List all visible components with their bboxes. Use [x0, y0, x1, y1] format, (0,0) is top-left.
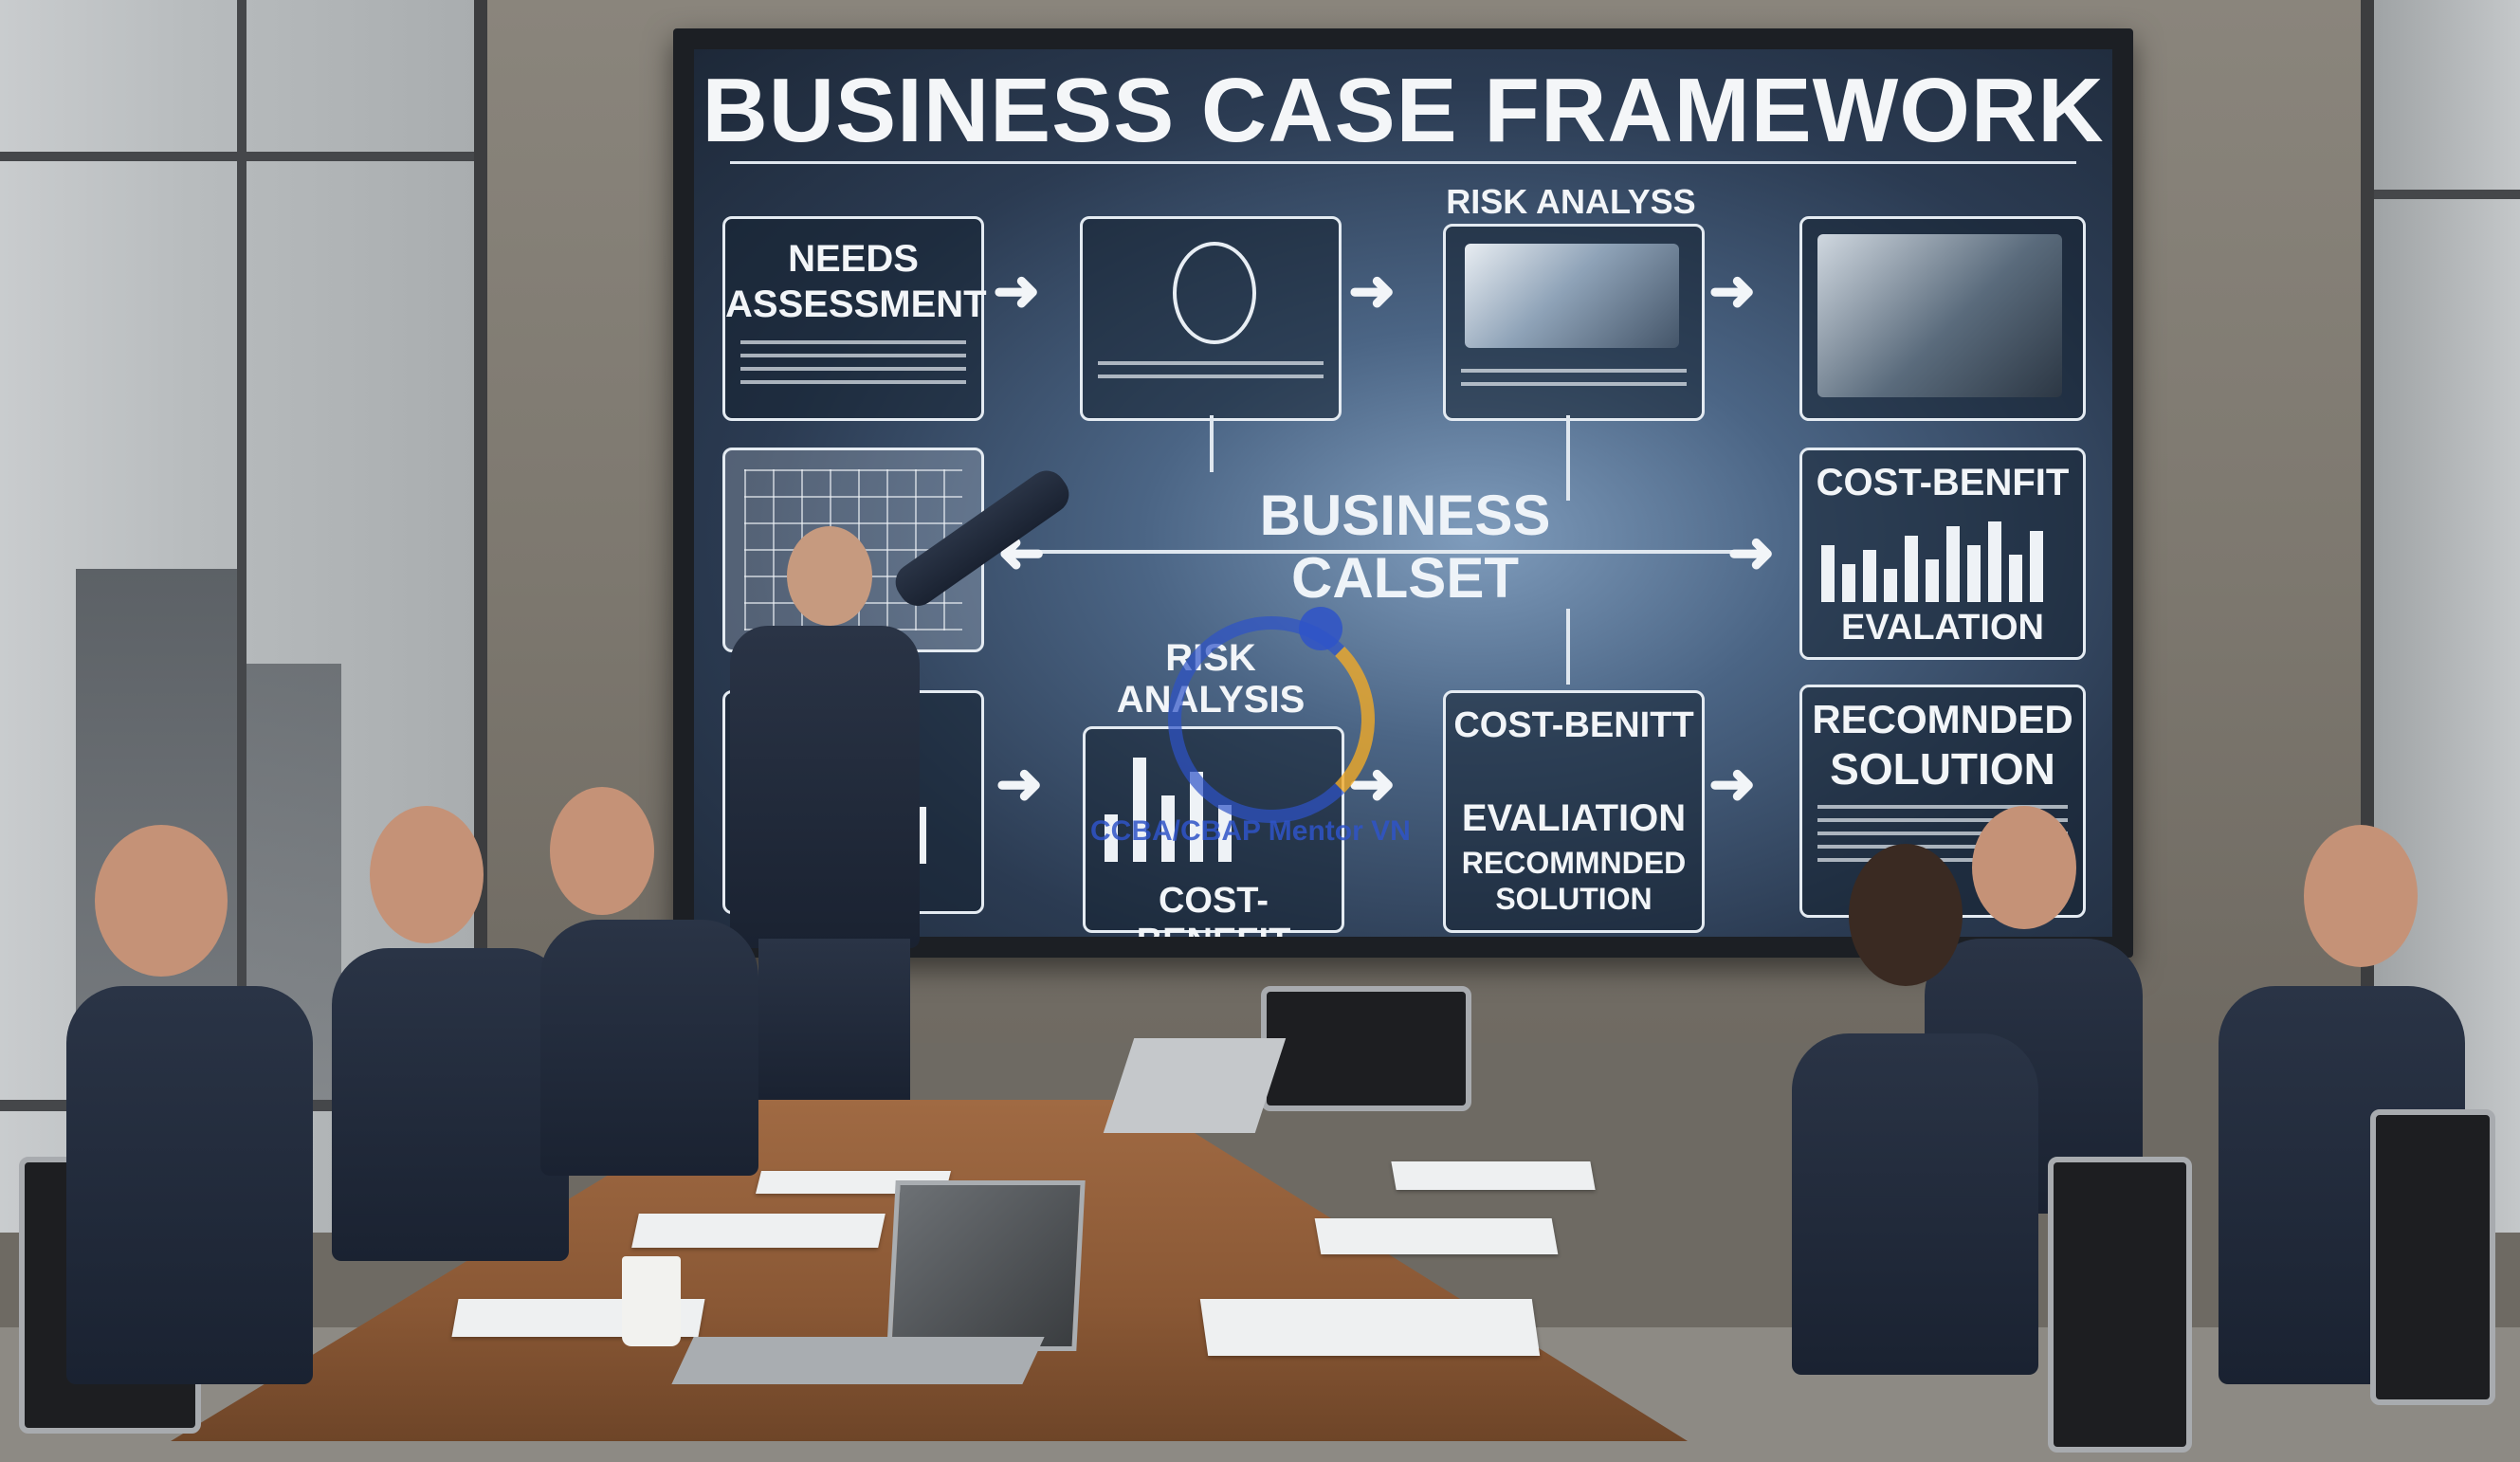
arrow-right-icon: ➜ — [995, 752, 1044, 815]
card-cost-benefit-right: COST-BENFIT EVALATION — [1799, 448, 2086, 660]
center-label-business: BUSINESS — [1259, 484, 1551, 547]
office-photo — [1817, 234, 2062, 397]
slide-title: BUSINESS CASE FRAMEWORK — [702, 60, 2105, 161]
attendee-head — [2304, 825, 2418, 967]
watermark-logo — [1168, 616, 1375, 823]
coffee-cup — [622, 1256, 681, 1346]
globe-icon — [1173, 242, 1256, 344]
card-diagram — [1080, 216, 1342, 421]
watermark-text: CCBA/CBAP Mentor VN — [1090, 815, 1411, 847]
attendee-body — [1792, 1033, 2038, 1375]
card-cost-benefit-center: COST-BENITT EVALIATION RECOMMNDED SOLUTI… — [1443, 690, 1705, 933]
attendee-body — [332, 948, 569, 1261]
card-title: SOLUTION — [1830, 744, 2055, 794]
card-needs-assessment: NEEDS ASSESSMENT — [722, 216, 987, 421]
window-mullion — [237, 0, 247, 1233]
arrow-right-icon: ➜ — [1708, 752, 1757, 815]
card-office-image — [1799, 216, 2086, 421]
attendee-body — [66, 986, 313, 1384]
chair — [2370, 1109, 2495, 1405]
card-subtitle: COST-BENEFIT — [1137, 881, 1291, 937]
chair — [2048, 1157, 2192, 1453]
attendee-head — [1849, 844, 1963, 986]
arrow-right-icon: ➜ — [1708, 259, 1757, 322]
card-subtitle: EVALIATION — [1461, 797, 1687, 839]
document — [631, 1214, 886, 1248]
attendee-head — [370, 806, 484, 943]
attendee-head — [1972, 806, 2076, 929]
arrow-right-icon: ➜ — [993, 259, 1041, 322]
risk-analysis-label: RISK ANALYSS — [1446, 182, 1696, 221]
card-risk-analysis — [1443, 224, 1705, 421]
risk-image — [1465, 244, 1679, 348]
bar-chart-icon — [1105, 748, 1323, 862]
attendee-body — [540, 920, 758, 1176]
window-mullion — [2374, 190, 2520, 199]
laptop-base — [671, 1337, 1045, 1384]
center-label-calset: CALSET — [1291, 546, 1519, 610]
card-title: RECOMNDED — [1812, 697, 2073, 741]
document — [1391, 1161, 1596, 1190]
connector-line — [1566, 609, 1570, 685]
document — [1314, 1218, 1559, 1254]
arrow-right-icon: ➜ — [1727, 521, 1776, 584]
presenter-head — [787, 526, 872, 626]
card-text-lines — [1461, 369, 1687, 395]
attendee-head — [95, 825, 228, 977]
connector-line — [1007, 550, 1765, 554]
card-title: COST-BENFIT — [1816, 462, 2070, 503]
connector-line — [1566, 415, 1570, 501]
card-title: COST-BENITT — [1453, 705, 1694, 745]
attendee-head — [550, 787, 654, 915]
watermark-logo-head — [1299, 607, 1342, 650]
chair-back — [1261, 986, 1471, 1111]
title-divider — [730, 161, 2076, 164]
connector-line — [1210, 415, 1214, 472]
document — [1199, 1299, 1541, 1356]
bar-chart-icon — [1821, 517, 2064, 602]
presenter-legs — [758, 939, 910, 1100]
card-subtitle: EVALATION — [1841, 608, 2044, 648]
card-title: NEEDS ASSESSMENT — [725, 238, 987, 325]
card-text-lines — [1098, 361, 1324, 388]
presenter-jacket — [730, 626, 920, 948]
laptop-back — [1103, 1038, 1287, 1133]
laptop-screen — [886, 1180, 1086, 1351]
card-footer: RECOMMNDED SOLUTION — [1461, 846, 1687, 916]
arrow-right-icon: ➜ — [1348, 259, 1397, 322]
card-text-lines — [740, 340, 966, 388]
